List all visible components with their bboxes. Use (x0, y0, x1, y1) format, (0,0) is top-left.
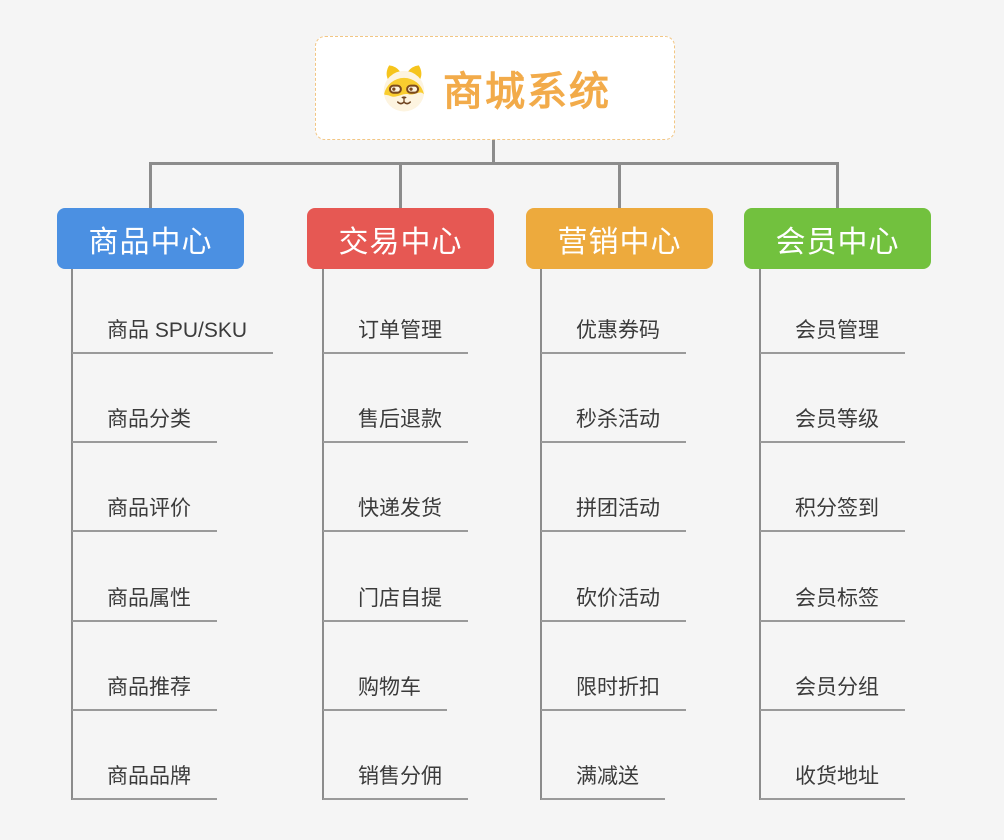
leaf-node[interactable]: 会员等级 (760, 403, 905, 443)
branch-connector-line (399, 162, 402, 208)
leaf-node[interactable]: 售后退款 (323, 403, 468, 443)
branch-node-marketing-center[interactable]: 营销中心 (526, 208, 713, 269)
leaf-node[interactable]: 会员分组 (760, 671, 905, 711)
leaf-node[interactable]: 商品 SPU/SKU (72, 314, 274, 354)
leaf-node[interactable]: 会员标签 (760, 582, 905, 622)
leaf-node[interactable]: 商品分类 (72, 403, 217, 443)
leaf-node[interactable]: 商品评价 (72, 492, 217, 532)
branch-node-member-center[interactable]: 会员中心 (744, 208, 931, 269)
leaf-node[interactable]: 限时折扣 (541, 671, 686, 711)
branch-node-product-center[interactable]: 商品中心 (57, 208, 244, 269)
leaf-node[interactable]: 商品品牌 (72, 760, 217, 800)
branch-connector-line (836, 162, 839, 208)
branch-connector-line (149, 162, 152, 208)
leaf-node[interactable]: 快递发货 (323, 492, 468, 532)
dog-face-icon (383, 65, 425, 112)
leaf-node[interactable]: 购物车 (323, 671, 447, 711)
leaf-node[interactable]: 收货地址 (760, 760, 905, 800)
leaf-node[interactable]: 秒杀活动 (541, 403, 686, 443)
leaf-node[interactable]: 商品推荐 (72, 671, 217, 711)
leaf-node[interactable]: 满减送 (541, 760, 665, 800)
branch-node-trade-center[interactable]: 交易中心 (307, 208, 494, 269)
main-horizontal-connector-line (149, 162, 839, 165)
leaf-node[interactable]: 砍价活动 (541, 582, 686, 622)
root-node-title: 商城系统 (443, 70, 611, 114)
leaf-trunk-line (759, 269, 761, 800)
leaf-node[interactable]: 销售分佣 (323, 760, 468, 800)
leaf-node[interactable]: 会员管理 (760, 314, 905, 354)
leaf-node[interactable]: 门店自提 (323, 582, 468, 622)
leaf-trunk-line (71, 269, 73, 800)
root-node[interactable]: 商城系统 (315, 36, 675, 140)
leaf-trunk-line (322, 269, 324, 800)
branch-connector-line (618, 162, 621, 208)
leaf-trunk-line (540, 269, 542, 800)
leaf-node[interactable]: 订单管理 (323, 314, 468, 354)
leaf-node[interactable]: 积分签到 (760, 492, 905, 532)
leaf-node[interactable]: 优惠券码 (541, 314, 686, 354)
leaf-node[interactable]: 商品属性 (72, 582, 217, 622)
leaf-node[interactable]: 拼团活动 (541, 492, 686, 532)
root-connector-line (492, 140, 495, 162)
